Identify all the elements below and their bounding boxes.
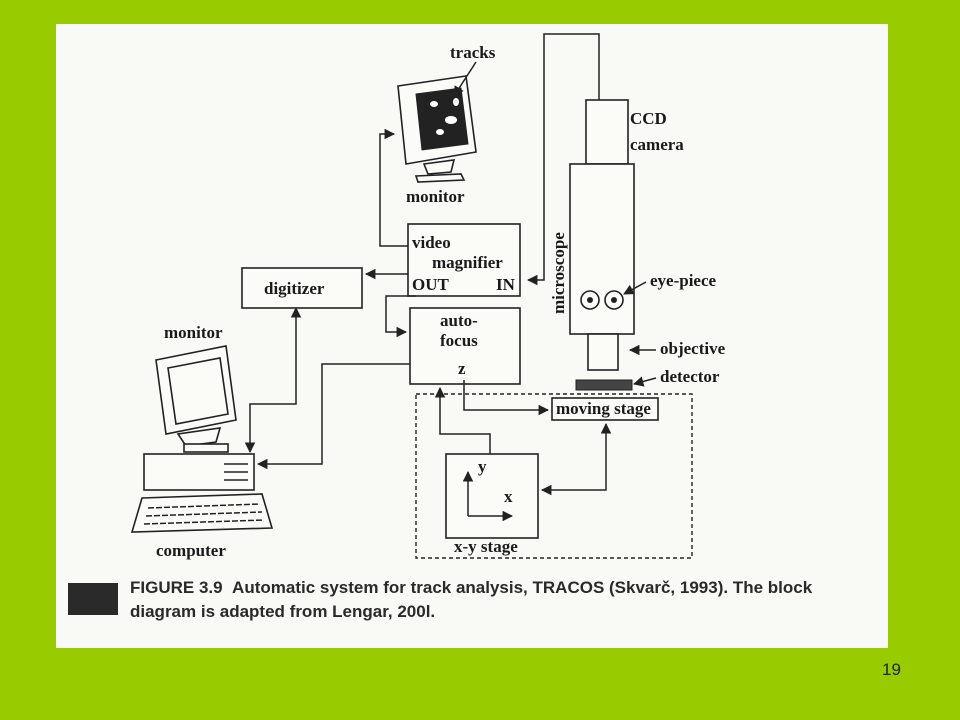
out-label: OUT xyxy=(412,275,450,294)
camera-label: camera xyxy=(630,135,684,154)
moving-stage-label: moving stage xyxy=(556,399,651,418)
ccd-label: CCD xyxy=(630,109,667,128)
y-label: y xyxy=(478,457,487,476)
detector-label: detector xyxy=(660,367,720,386)
focus-label: focus xyxy=(440,331,478,350)
block-diagram: tracks monitor CCD camera microscope eye… xyxy=(130,33,726,560)
auto-label: auto- xyxy=(440,311,478,330)
figure-number: FIGURE 3.9 xyxy=(130,578,223,597)
xy-stage-box xyxy=(445,453,539,539)
caption-text-1: Automatic system for track analysis, TRA… xyxy=(232,578,813,597)
tracks-label: tracks xyxy=(450,43,496,62)
x-label: x xyxy=(504,487,513,506)
monitor-top-icon xyxy=(397,75,477,183)
digitizer-label: digitizer xyxy=(264,279,325,298)
in-label: IN xyxy=(496,275,516,294)
xy-stage-label: x-y stage xyxy=(454,537,518,556)
caption-line-1: FIGURE 3.9 Automatic system for track an… xyxy=(130,576,870,600)
video-label: video xyxy=(412,233,451,252)
digitizer-box xyxy=(241,267,363,309)
microscope-label: microscope xyxy=(549,232,568,314)
z-label: z xyxy=(458,359,466,378)
monitor-top-label: monitor xyxy=(406,187,465,206)
detector-plate xyxy=(575,379,633,391)
figure-caption: FIGURE 3.9 Automatic system for track an… xyxy=(130,576,870,624)
objective-label: objective xyxy=(660,339,726,358)
microscope-body xyxy=(569,163,635,335)
video-magnifier-box xyxy=(407,223,521,297)
eye-piece-label: eye-piece xyxy=(650,271,717,290)
figure-panel: tracks monitor CCD camera microscope eye… xyxy=(56,24,888,648)
moving-stage-box xyxy=(551,397,659,421)
page-number: 19 xyxy=(882,660,901,679)
caption-marker xyxy=(68,583,118,615)
objective-lens xyxy=(587,333,619,371)
caption-line-2: diagram is adapted from Lengar, 200l. xyxy=(130,602,436,621)
computer-label: computer xyxy=(156,541,226,560)
computer-monitor-icon xyxy=(155,345,237,453)
stage-enclosure xyxy=(415,393,693,559)
magnifier-label: magnifier xyxy=(432,253,503,272)
monitor-left-label: monitor xyxy=(164,323,223,342)
autofocus-box xyxy=(409,307,521,385)
computer-icon xyxy=(130,453,274,533)
ccd-camera-body xyxy=(585,99,629,165)
